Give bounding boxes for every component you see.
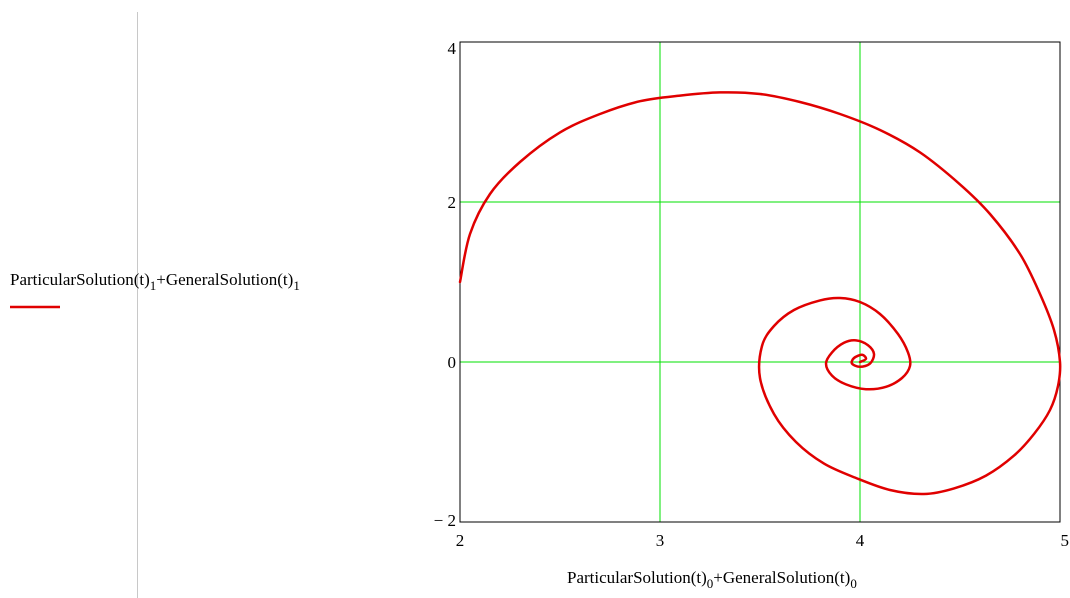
y-tick-label-0: − 2 [434, 511, 456, 530]
series-line-0 [458, 91, 1062, 496]
y-axis-label: ParticularSolution(t)1+GeneralSolution(t… [10, 270, 300, 293]
plot-frame [459, 41, 1061, 523]
series-layer [458, 91, 1062, 496]
grid-lines [460, 42, 1060, 522]
y-tick-label-3: 4 [448, 39, 457, 58]
region-divider [137, 12, 138, 598]
x-tick-label-3: 5 [1061, 531, 1070, 550]
y-tick-label-2: 2 [448, 193, 457, 212]
tick-labels: 2 3 4 5 − 2 0 2 4 [434, 39, 1069, 550]
x-axis-label: ParticularSolution(t)0+GeneralSolution(t… [567, 568, 857, 591]
y-tick-label-1: 0 [448, 353, 457, 372]
x-tick-label-0: 2 [456, 531, 465, 550]
x-tick-label-2: 4 [856, 531, 865, 550]
x-tick-label-1: 3 [656, 531, 665, 550]
